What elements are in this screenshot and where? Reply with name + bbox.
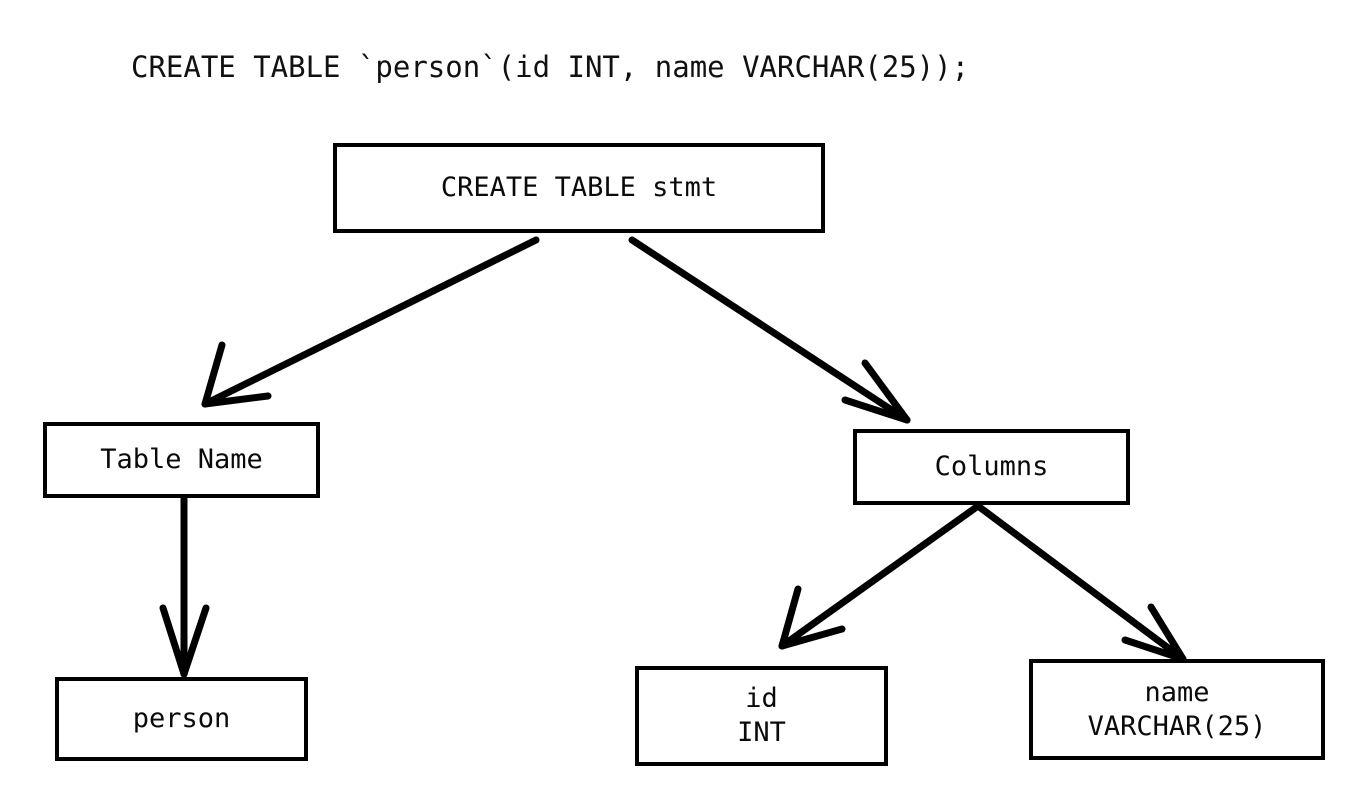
node-column-name: name xyxy=(1144,676,1210,708)
edge-root-to-table-name xyxy=(201,236,540,408)
node-create-table-stmt[interactable]: CREATE TABLE stmt xyxy=(333,143,825,233)
node-column-type: INT xyxy=(737,717,786,748)
node-table-name[interactable]: Table Name xyxy=(43,422,320,498)
node-column-id[interactable]: id INT xyxy=(635,666,888,766)
edge-table-name-to-person xyxy=(159,495,210,678)
edge-columns-to-col-name xyxy=(974,502,1187,663)
edge-columns-to-col-id xyxy=(778,502,982,650)
node-column-name-box[interactable]: name VARCHAR(25) xyxy=(1029,659,1325,760)
node-column-type: VARCHAR(25) xyxy=(1087,710,1267,742)
node-label: Columns xyxy=(934,451,1049,482)
node-person[interactable]: person xyxy=(55,677,308,761)
edge-root-to-columns xyxy=(628,236,911,424)
node-label: CREATE TABLE stmt xyxy=(440,172,718,203)
sql-statement-caption: CREATE TABLE `person`(id INT, name VARCH… xyxy=(131,50,970,84)
node-columns[interactable]: Columns xyxy=(853,429,1130,505)
node-column-name: id xyxy=(745,683,778,714)
node-label: Table Name xyxy=(100,444,263,475)
node-label: person xyxy=(132,703,231,734)
